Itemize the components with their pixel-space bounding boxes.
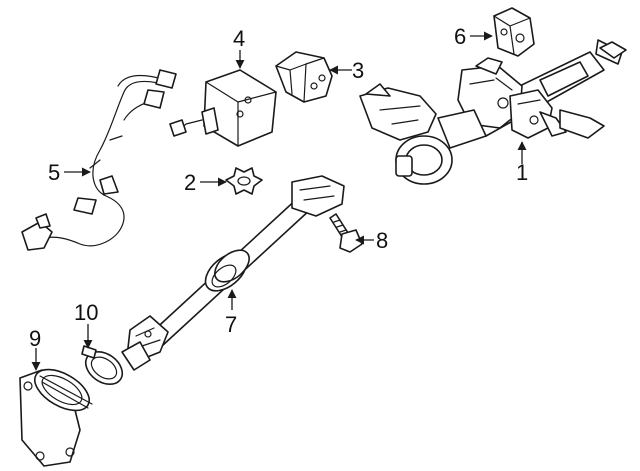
callout-5: 5: [48, 160, 60, 185]
callout-2: 2: [184, 170, 196, 195]
callout-9: 9: [29, 326, 41, 351]
callout-1: 1: [516, 160, 528, 185]
part-1-steering-column[interactable]: [359, 39, 627, 185]
callout-10: 10: [74, 300, 98, 325]
part-4-control-module[interactable]: [169, 69, 277, 147]
callout-labels: 1 2 3 4 5 6 7 8 9 10: [29, 24, 528, 351]
part-3-housing[interactable]: [275, 51, 333, 103]
part-7-intermediate-shaft[interactable]: [121, 175, 345, 371]
part-10-clamp-ring[interactable]: [80, 345, 129, 391]
callout-6: 6: [454, 24, 466, 49]
callout-3: 3: [352, 58, 364, 83]
part-8-bolt[interactable]: [329, 213, 363, 253]
part-5-wire-harness[interactable]: [21, 69, 177, 251]
callout-8: 8: [376, 228, 388, 253]
part-2-cushion[interactable]: [225, 167, 263, 195]
callout-7: 7: [225, 312, 237, 337]
part-6-bracket[interactable]: [493, 7, 535, 57]
leader-lines: [31, 31, 527, 371]
callout-4: 4: [233, 26, 245, 51]
part-9-column-boot[interactable]: [19, 361, 96, 467]
